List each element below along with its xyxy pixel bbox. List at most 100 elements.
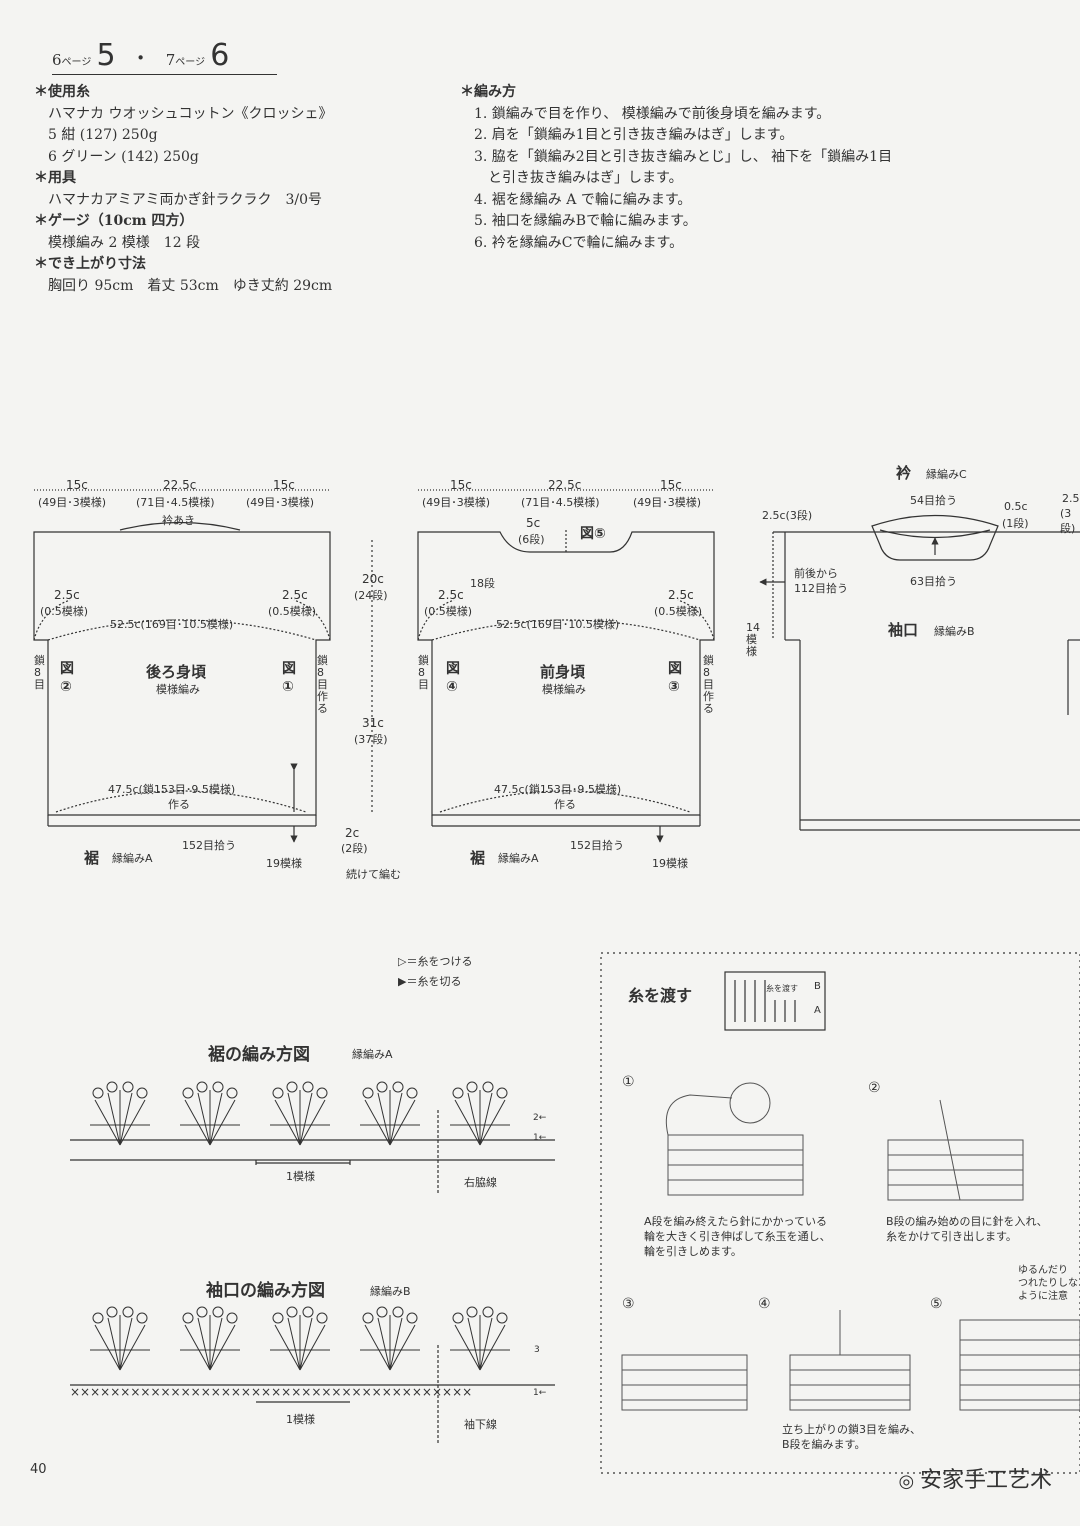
front-hem-a: 縁編みA: [498, 852, 539, 865]
fig-3-label: 図③: [668, 661, 682, 695]
carry-text-5: ゆるんだり つれたりしな ように注意: [1018, 1265, 1078, 1302]
yarn-name: ハマナカ ウオッシュコットン《クロッシェ》: [48, 105, 333, 122]
finished-size: 胸回り 95cm 着丈 53cm ゆき丈約 29cm: [48, 277, 333, 294]
cuff-label: 袖口: [888, 621, 919, 639]
back-slope-right-sub: (0.5模様): [268, 605, 317, 618]
carry-text-2: B段の編み始めの目に針を入れ、 糸をかけて引き出します。: [886, 1215, 1048, 1243]
front-top-2: 22.5c: [548, 478, 582, 492]
continue: 続けて編む: [346, 868, 401, 881]
sleeve-pick-112: 112目拾う: [794, 582, 848, 595]
front-top-3-sub: (49目･3模様): [633, 496, 702, 509]
back-hem: 裾: [84, 849, 100, 867]
sleeve-dim-25: 2.5c(3段): [762, 509, 813, 522]
collar-pick-63: 63目拾う: [910, 575, 957, 588]
sleeve-dim-05: 0.5c: [1004, 500, 1028, 513]
method-heading: ＊編み方: [460, 84, 516, 100]
page-ref-2-suffix: ページ: [175, 57, 206, 68]
page-ref-2: 7: [165, 51, 176, 69]
legend-cut: ▶＝糸を切る: [398, 975, 462, 988]
hem-row-1: 1←: [533, 1133, 547, 1143]
front-chain-left: 鎖8目: [418, 654, 429, 691]
front-title: 前身頃: [540, 663, 586, 681]
yarn-6: 6 グリーン (142) 250g: [48, 148, 199, 165]
hem-row-2: 2←: [533, 1113, 547, 1123]
cuff-edging-b: 縁編みB: [934, 625, 975, 638]
watermark: ◎ 安家手工艺术: [898, 1468, 1052, 1493]
front-width: 52.5c(169目･10.5模様): [496, 618, 620, 631]
sleeve-dim-25-right-sub: (3段): [1060, 507, 1076, 535]
collar-label: 衿: [896, 464, 912, 482]
back-neck: 衿あき: [162, 514, 195, 527]
carry-mini-a: A: [814, 1005, 821, 1016]
back-pick: 152目拾う: [182, 839, 236, 852]
back-width: 52.5c(169目･10.5模様): [110, 618, 234, 631]
cuff-fans: [90, 1306, 510, 1371]
front-neck-depth-sub: (6段): [518, 533, 545, 546]
wechat-icon: ◎: [898, 1471, 920, 1492]
front-18-rows: 18段: [470, 577, 495, 590]
front-bottom-2: 作る: [554, 798, 576, 811]
front-body-outline: [417, 531, 715, 816]
back-hem-a: 縁編みA: [112, 852, 153, 865]
height-2-sub: (2段): [341, 842, 368, 855]
pattern-number-1: 5: [96, 38, 116, 73]
tool-heading: ＊用具: [34, 170, 76, 186]
collar-edging-c: 縁編みC: [926, 468, 967, 481]
pattern-number-2: 6: [210, 38, 230, 73]
attach-symbol-icon: ▷: [398, 955, 407, 968]
size-heading: ＊でき上がり寸法: [34, 256, 146, 272]
front-slope-right: 2.5c: [668, 588, 694, 602]
height-20-sub: (24段): [354, 589, 388, 602]
back-top-2: 22.5c: [163, 478, 197, 492]
front-neck-depth: 5c: [526, 516, 541, 530]
step-4: 4. 裾を縁編み A で輪に編みます。: [474, 191, 692, 208]
height-31-sub: (37段): [354, 733, 388, 746]
collar-pick-54: 54目拾う: [910, 494, 957, 507]
back-top-1-sub: (49目･3模様): [38, 496, 107, 509]
method-block: ＊編み方 1. 鎖編みで目を作り、 模様編みで前後身頃を編みます。 2. 肩を「…: [460, 82, 940, 254]
cut-symbol-icon: ▶: [398, 975, 407, 988]
height-31: 31c: [362, 716, 384, 730]
step-6: 6. 衿を縁編みCで輪に編みます。: [474, 234, 684, 251]
front-chain-right: 鎖8目作る: [703, 654, 714, 715]
front-slope-left-sub: (0.5模様): [424, 605, 473, 618]
back-top-2-sub: (71目･4.5模様): [136, 496, 215, 509]
front-slope-left: 2.5c: [438, 588, 464, 602]
front-top-1-sub: (49目･3模様): [422, 496, 491, 509]
cuff-side-line: 袖下線: [464, 1418, 497, 1431]
front-top-2-sub: (71目･4.5模様): [521, 496, 600, 509]
cuff-one-repeat: 1模様: [286, 1413, 315, 1426]
back-slope-left-sub: (0.5模様): [40, 605, 89, 618]
sleeve-dim-05-sub: (1段): [1002, 517, 1029, 530]
front-slope-right-sub: (0.5模様): [654, 605, 703, 618]
carry-step-5: ⑤: [930, 1296, 943, 1312]
fig-2-label: 図②: [60, 661, 74, 695]
back-title: 後ろ身頃: [146, 663, 207, 681]
back-chain-left: 鎖8目: [34, 654, 45, 691]
hem-side-line: 右脇線: [464, 1176, 497, 1189]
back-rep: 19模様: [266, 857, 302, 870]
carry-step-2: ②: [868, 1080, 881, 1096]
sleeve-front-back: 前後から: [794, 567, 838, 580]
back-slope-right: 2.5c: [282, 588, 308, 602]
front-bottom: 47.5c(鎖153目･9.5模様): [494, 783, 622, 796]
legend-attach: ▷＝糸をつける: [398, 955, 473, 968]
step-illustrations: [621, 1082, 1080, 1411]
page-number: 40: [30, 1462, 47, 1477]
step-5: 5. 袖口を縁編みBで輪に編みます。: [474, 213, 697, 229]
carry-mini-b: B: [814, 981, 821, 992]
carry-title: 糸を渡す: [628, 986, 693, 1005]
step-3: 3. 脇を「鎖編み2目と引き抜き編みとじ」し、 袖下を「鎖編み1目: [474, 148, 893, 165]
sleeve-dim-25-right: 2.5: [1062, 492, 1080, 505]
carry-text-1: A段を編み終えたら針にかかっている 輪を大きく引き伸ばして糸玉を通し、 輪を引き…: [644, 1215, 831, 1258]
back-bottom-2: 作る: [168, 798, 190, 811]
page-ref-1-suffix: ページ: [61, 57, 92, 68]
back-slope-left: 2.5c: [54, 588, 80, 602]
yarn-heading: ＊使用糸: [34, 84, 90, 100]
header-separator: ・: [130, 46, 151, 70]
carry-step-3: ③: [622, 1296, 635, 1312]
cuff-sc-row: ××××××××××××××××××××××××××××××××××××××××: [70, 1385, 472, 1399]
hem-one-repeat: 1模様: [286, 1170, 315, 1183]
tool: ハマナカアミアミ両かぎ針ラクラク 3/0号: [48, 191, 322, 208]
